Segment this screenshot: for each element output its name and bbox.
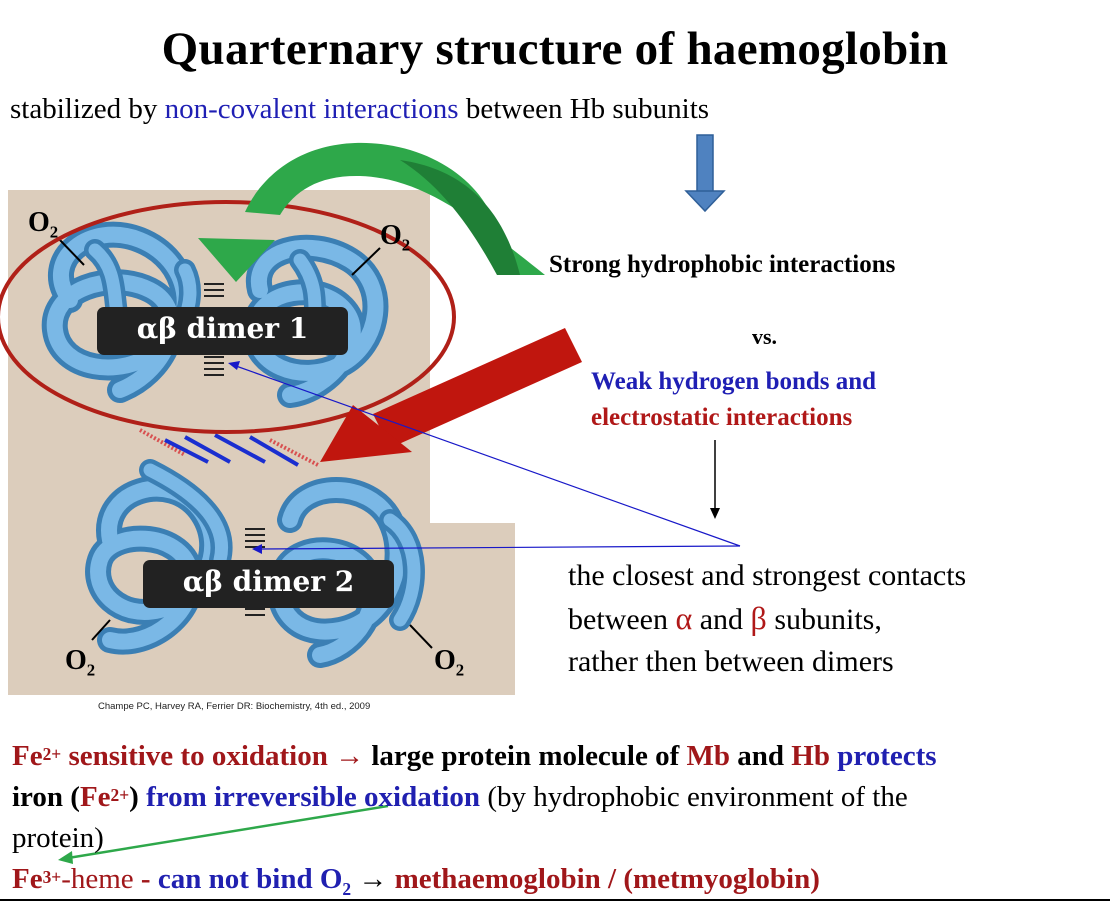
black-down-arrow [710, 440, 720, 519]
o2-label-bottom-left: O2 [65, 645, 96, 680]
page-title: Quarternary structure of haemoglobin [161, 23, 949, 75]
o2-label-top-right: O2 [380, 220, 411, 255]
subtitle-pre: stabilized by [10, 93, 165, 125]
vs-label: vs. [752, 324, 778, 349]
green-curved-arrow [198, 142, 545, 282]
o2-label-top-left: O2 [28, 207, 59, 242]
blue-pointer-arrows [228, 361, 741, 554]
weak-interactions-label: Weak hydrogen bonds and electrostatic in… [591, 364, 876, 436]
beta-symbol: β [750, 600, 767, 636]
blue-down-arrow [684, 134, 726, 213]
para-line-3: protein) [12, 822, 104, 854]
subtitle: stabilized by non-covalent interactions … [10, 93, 709, 126]
dimer2-label-bg [143, 560, 394, 608]
dimer1-highlight-ellipse [0, 200, 456, 434]
contacts-text: the closest and strongest contacts betwe… [568, 555, 966, 683]
oxidation-paragraph: Fe2+ sensitive to oxidation → large prot… [12, 736, 1110, 910]
alpha-symbol: α [675, 600, 693, 636]
dimer2-label: αβ dimer 2 [182, 565, 355, 598]
contacts-line-2: between α and β subunits, [568, 600, 882, 636]
interaction-dots-dimer1 [204, 283, 224, 376]
figure-caption: Champe PC, Harvey RA, Ferrier DR: Bioche… [98, 701, 371, 712]
o2-label-bottom-right: O2 [434, 645, 465, 680]
para-line-2: iron (Fe2+) from irreversible oxidation … [12, 781, 908, 813]
subtitle-highlight: non-covalent interactions [164, 93, 459, 125]
protein-subunit-alpha2 [85, 459, 233, 655]
para-line-1: Fe2+ sensitive to oxidation → large prot… [12, 740, 937, 772]
dimer1-label: αβ dimer 1 [136, 312, 309, 345]
dimer1-label-bg [97, 307, 348, 355]
interaction-dots-dimer2 [245, 528, 265, 616]
contacts-line-3: rather then between dimers [568, 645, 894, 678]
para-line-4: Fe3+-heme - can not bind O2 → methaemogl… [12, 863, 820, 899]
contacts-line-1: the closest and strongest contacts [568, 559, 967, 592]
strong-interactions-label: Strong hydrophobic interactions [549, 251, 896, 278]
subtitle-post: between Hb subunits [458, 93, 710, 125]
green-pointer-arrow [58, 804, 389, 864]
weak-line-1: Weak hydrogen bonds and [591, 368, 877, 395]
red-arrow [320, 328, 582, 462]
weak-line-2: electrostatic interactions [591, 404, 853, 431]
inter-dimer-interactions [139, 428, 319, 467]
